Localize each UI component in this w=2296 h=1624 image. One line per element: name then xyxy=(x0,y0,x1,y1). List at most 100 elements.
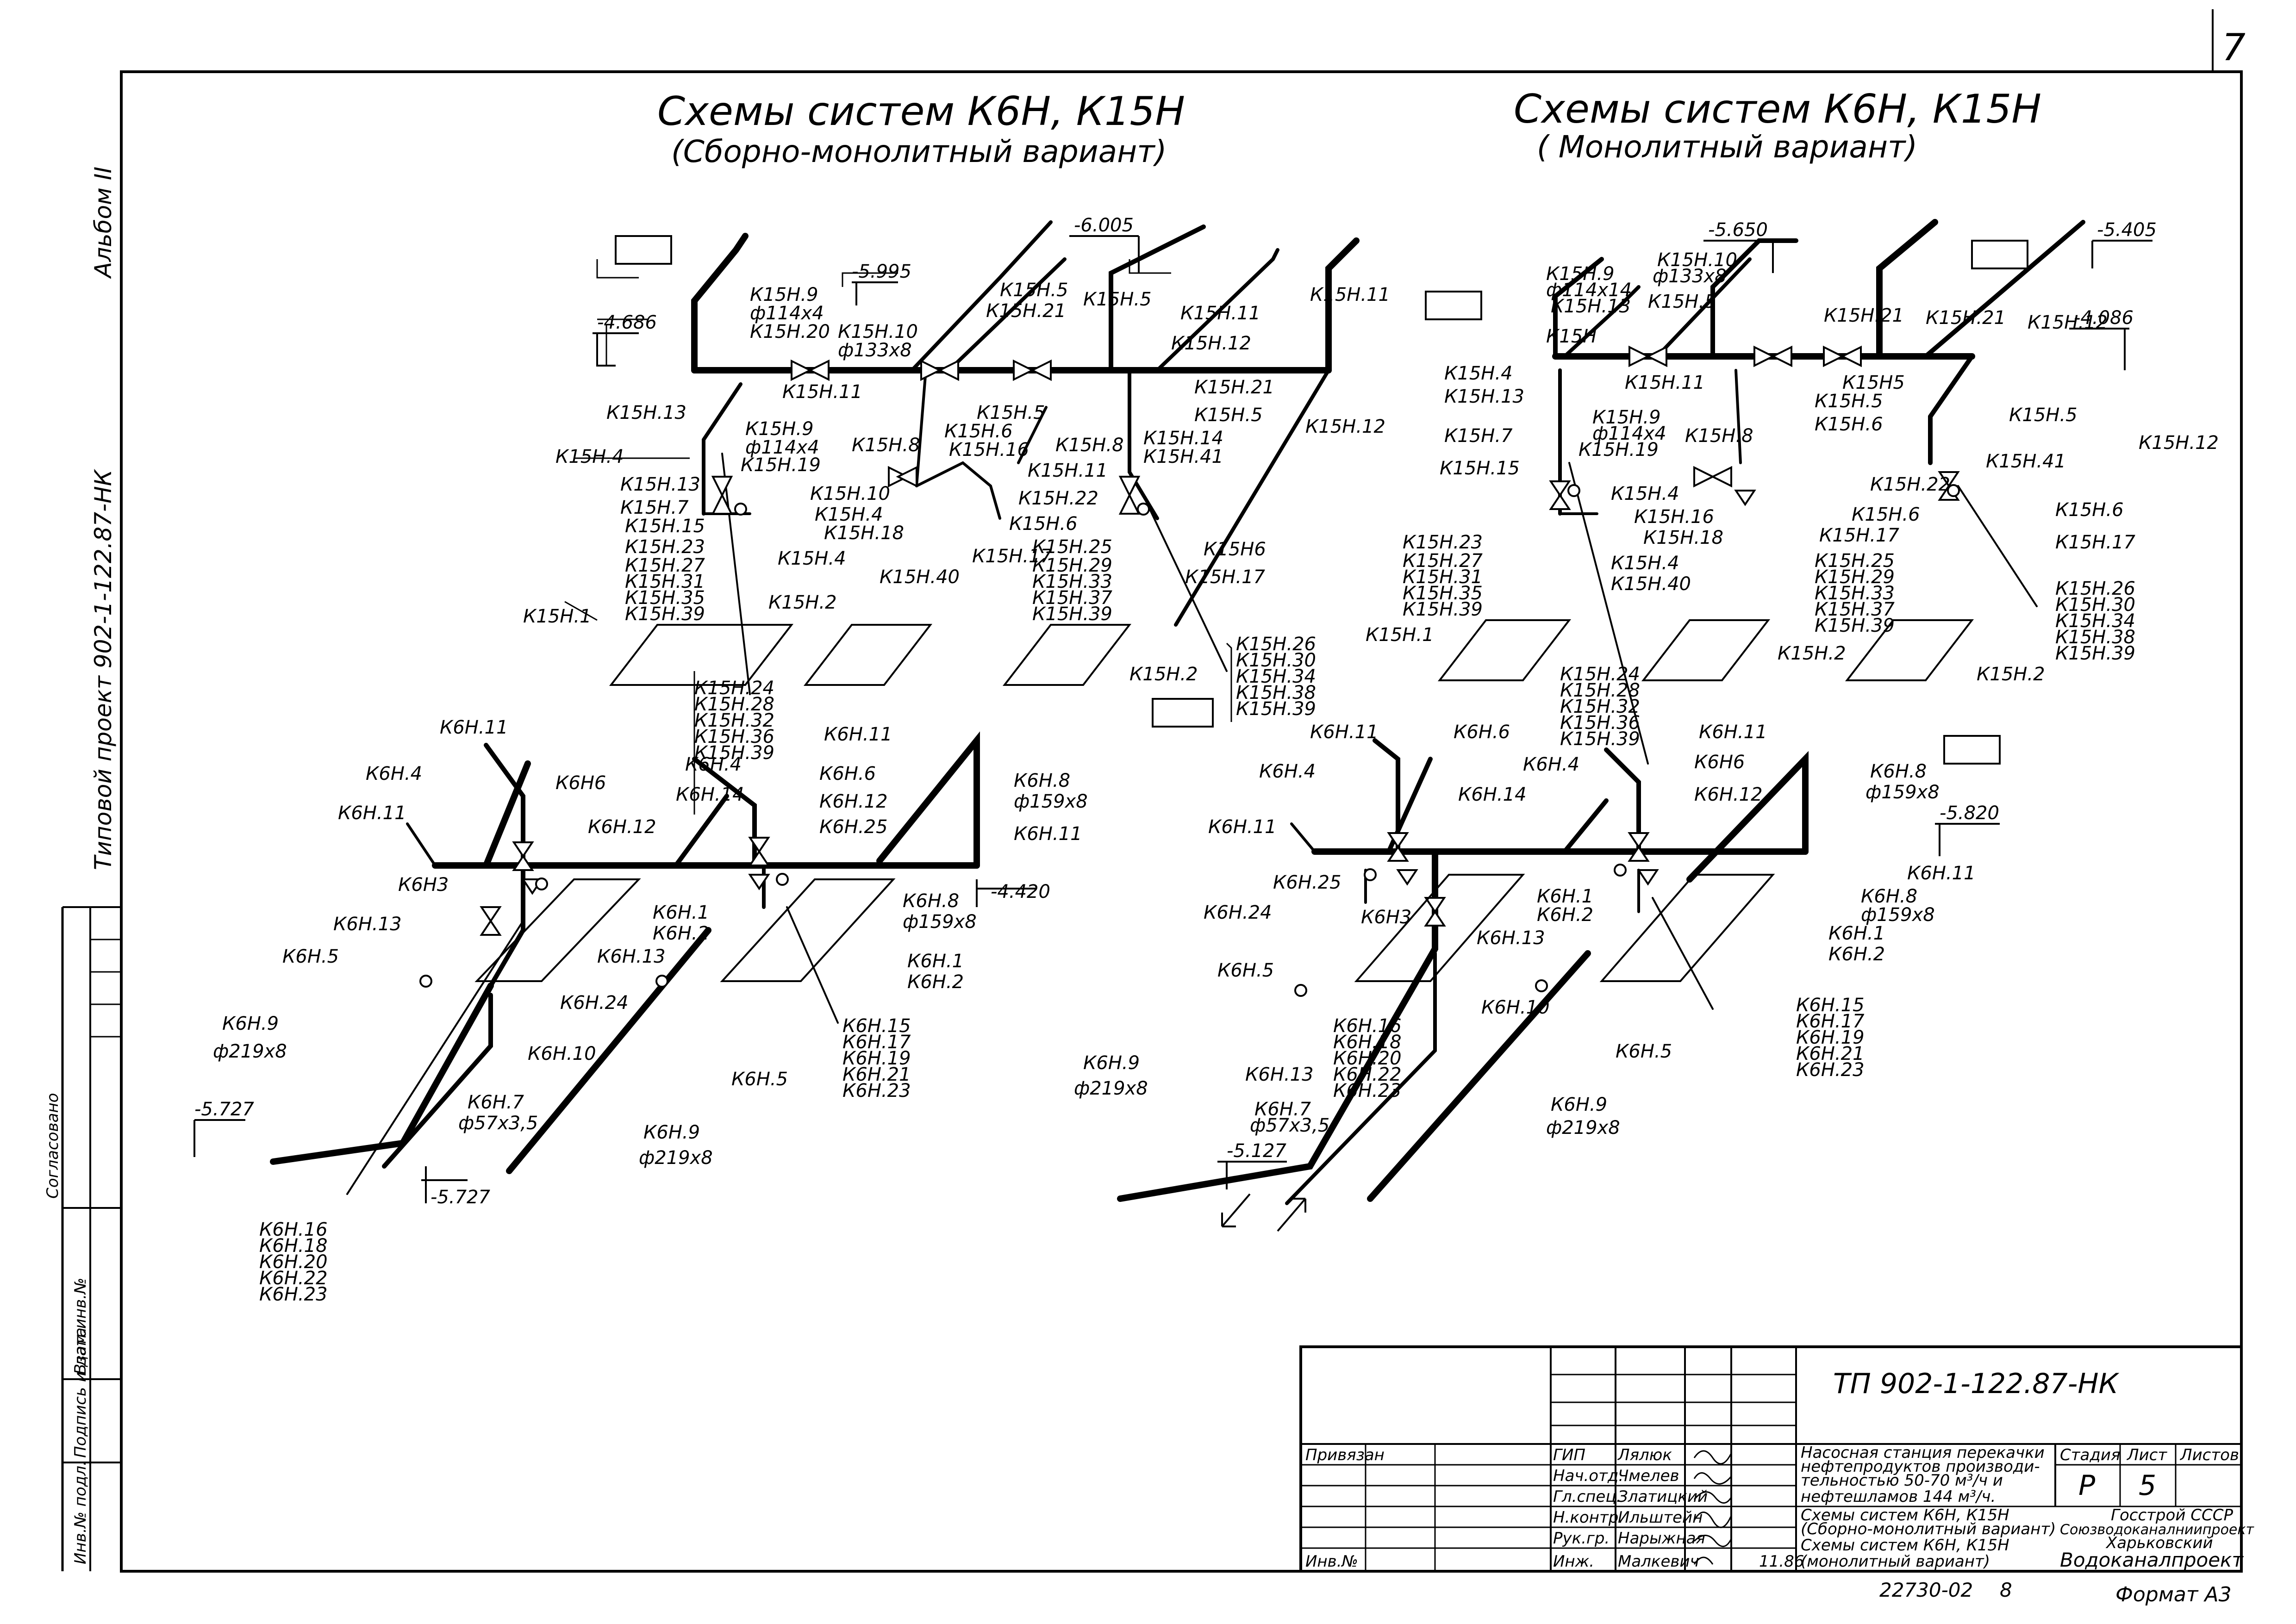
rlbl-k15n28: К15Н.28 xyxy=(1560,680,1640,701)
lbl-k15n32: К15Н.32 xyxy=(694,710,774,731)
stamp-privyazan: Привязан xyxy=(1305,1446,1385,1464)
rlbl-k15n8: К15Н.8 xyxy=(1685,425,1753,447)
lbl-k15n39: К15Н.39 xyxy=(625,604,705,625)
stamp-org-line: Союзводоканалниипроект xyxy=(2060,1522,2255,1538)
lbl-k15n10: К15Н.10 xyxy=(838,321,918,342)
lbl-k15n5b: К15Н.5 xyxy=(1083,289,1152,310)
lbl-k15n9: К15Н.9 xyxy=(750,284,818,305)
stamp-role: Нач.отд. xyxy=(1553,1467,1623,1485)
rlbl-k6n9a-d: ф219х8 xyxy=(1074,1078,1148,1099)
rlbl-k15n15: К15Н.15 xyxy=(1440,458,1520,479)
left-k15n-pits xyxy=(609,624,1132,686)
rlbl-k6n11d: К6Н.11 xyxy=(1907,863,1976,884)
lbl-k15n6c: К15Н6 xyxy=(1204,539,1266,560)
rlbl-k6n23b: К6Н.23 xyxy=(1333,1080,1402,1101)
lbl-k6n22: К6Н.22 xyxy=(259,1268,328,1289)
rlbl-k6n13b: К6Н.13 xyxy=(1245,1064,1314,1085)
left-k15n-leaders xyxy=(564,259,1232,815)
lbl-k6n4b: К6Н.4 xyxy=(685,754,742,775)
lbl-k15n15: К15Н.15 xyxy=(625,516,705,537)
lbl-k6n6b: К6Н.6 xyxy=(819,763,876,784)
stamp-title-line: тельностью 50-70 м³/ч и xyxy=(1801,1471,2003,1490)
stamp-drawing-line: (монолитный вариант) xyxy=(1801,1552,1990,1571)
lbl-k6n5a: К6Н.5 xyxy=(282,946,339,967)
lbl-k15n30: К15Н.30 xyxy=(1236,650,1316,671)
lbl-k6n13b: К6Н.13 xyxy=(597,946,666,967)
lbl-k15n6: К15Н.6 xyxy=(944,421,1013,442)
rlbl-k6n7-d: ф57х3,5 xyxy=(1250,1115,1329,1136)
right-k15n-labels: К15Н.9 ф114х14 К15Н.13 К15Н.10 ф133х8 К1… xyxy=(1366,249,2219,750)
lbl-k15n13b: К15Н.13 xyxy=(620,474,700,495)
rlbl-k15n13b: К15Н.13 xyxy=(1444,386,1524,407)
left-mark-m3: -6.005 xyxy=(1074,215,1134,236)
stamp-title-line: Насосная станция перекачки xyxy=(1801,1444,2045,1462)
right-k6n-marks xyxy=(1217,735,2001,1189)
lbl-k6n3: К6Н3 xyxy=(398,874,449,896)
stamp-stage-label: Стадия xyxy=(2060,1446,2120,1464)
left-mark-m4: -4.420 xyxy=(991,881,1050,902)
rlbl-k6n1b: К6Н.1 xyxy=(1828,923,1885,944)
lbl-k6n11d: К6Н.11 xyxy=(1014,823,1082,845)
rlbl-k15n19: К15Н.19 xyxy=(1578,439,1659,460)
lbl-k15n38: К15Н.38 xyxy=(1236,682,1316,703)
lbl-k6n11c: К6Н.11 xyxy=(824,724,892,745)
rlbl-k15n25: К15Н.25 xyxy=(1815,550,1895,572)
stamp-sheets-label: Листов xyxy=(2179,1446,2239,1464)
left-scheme-title: Схемы систем К6Н, К15Н xyxy=(657,88,1185,135)
lbl-k15n10-d: ф133х8 xyxy=(838,340,912,361)
lbl-k15n10b: К15Н.10 xyxy=(810,483,890,504)
lbl-k6n2b: К6Н.2 xyxy=(907,971,964,993)
rlbl-k6n7: К6Н.7 xyxy=(1254,1099,1311,1120)
lbl-k15n26: К15Н.26 xyxy=(1236,634,1316,655)
lbl-k6n23b: К6Н.23 xyxy=(259,1284,328,1305)
rlbl-k6n20: К6Н.20 xyxy=(1333,1048,1402,1069)
rlbl-k15n5d: К15Н.5 xyxy=(2009,404,2078,426)
rlbl-k15n33: К15Н.33 xyxy=(1815,583,1895,604)
stamp-name: Малкевич xyxy=(1618,1552,1699,1571)
lbl-k6n9b-d: ф219х8 xyxy=(639,1147,713,1169)
left-k6n-labels: К6Н.11 К6Н.4 К6Н.11 К6Н6 К6Н.12 К6Н.14 К… xyxy=(213,717,1088,1305)
rlbl-k6n6a: К6Н.6 xyxy=(1454,722,1510,743)
rlbl-k15n6c: К15Н.6 xyxy=(2055,499,2124,521)
rlbl-k6n8-d: ф159х8 xyxy=(1866,782,1940,803)
lbl-k15n9b-d: ф114х4 xyxy=(745,437,819,458)
rlbl-k15n39: К15Н.39 xyxy=(1403,599,1483,620)
lbl-k6n8-d: ф159х8 xyxy=(1014,791,1088,812)
lbl-k15n17b: К15Н.17 xyxy=(1185,566,1266,588)
rlbl-k15n1: К15Н.1 xyxy=(1366,624,1434,646)
lbl-k6n8b-d: ф159х8 xyxy=(903,911,977,933)
lbl-k15n31: К15Н.31 xyxy=(625,571,705,592)
lbl-k6n6a: К6Н6 xyxy=(555,772,606,794)
left-level-marks xyxy=(593,235,1214,728)
lbl-k15n24: К15Н.24 xyxy=(694,678,774,699)
rlbl-k6n9b-d: ф219х8 xyxy=(1546,1117,1620,1139)
rlbl-k15n12b: К15Н.12 xyxy=(2139,432,2219,454)
rlbl-k6n12: К6Н.12 xyxy=(1694,784,1763,805)
rlbl-k6n23: К6Н.23 xyxy=(1796,1059,1865,1081)
lbl-k6n10: К6Н.10 xyxy=(528,1043,596,1064)
rlbl-k6n19: К6Н.19 xyxy=(1796,1027,1865,1048)
stamp-drawing-line: (Сборно-монолитный вариант) xyxy=(1801,1520,2056,1538)
lbl-k15n12b: К15Н.12 xyxy=(1305,416,1385,437)
lbl-k15n18: К15Н.18 xyxy=(824,523,904,544)
left-mark-m6: -5.727 xyxy=(430,1187,490,1208)
lbl-k15n5a: К15Н.5 xyxy=(1000,280,1068,301)
rlbl-k15n10-d: ф133х8 xyxy=(1653,266,1727,287)
stamp-role: Н.контр. xyxy=(1553,1508,1623,1527)
lbl-k6n1b: К6Н.1 xyxy=(907,951,964,972)
stamp-date: 11.86 xyxy=(1759,1552,1804,1571)
stamp-roles: ГИП Нач.отд. Гл.спец. Н.контр. Рук.гр. И… xyxy=(1553,1446,1623,1571)
right-scheme-title: Схемы систем К6Н, К15Н xyxy=(1514,86,2041,132)
lbl-k15n11b: К15Н.11 xyxy=(1310,284,1390,305)
rlbl-k15n24: К15Н.24 xyxy=(1560,664,1640,685)
rlbl-k15n12a: К15Н.12 xyxy=(2028,312,2108,333)
stamp-name: Нарыжная xyxy=(1618,1529,1705,1548)
right-mark-m3: -4.086 xyxy=(2074,307,2134,329)
left-scheme-subtitle: (Сборно-монолитный вариант) xyxy=(671,134,1167,169)
rlbl-k6n22: К6Н.22 xyxy=(1333,1064,1402,1085)
lbl-k15n39b: К15Н.39 xyxy=(1032,604,1112,625)
stamp-drawing-line: Схемы систем К6Н, К15Н xyxy=(1801,1536,2009,1555)
title-block xyxy=(1299,1345,2243,1573)
lbl-k15n16: К15Н.16 xyxy=(949,439,1029,460)
lbl-k6n13a: К6Н.13 xyxy=(333,914,402,935)
